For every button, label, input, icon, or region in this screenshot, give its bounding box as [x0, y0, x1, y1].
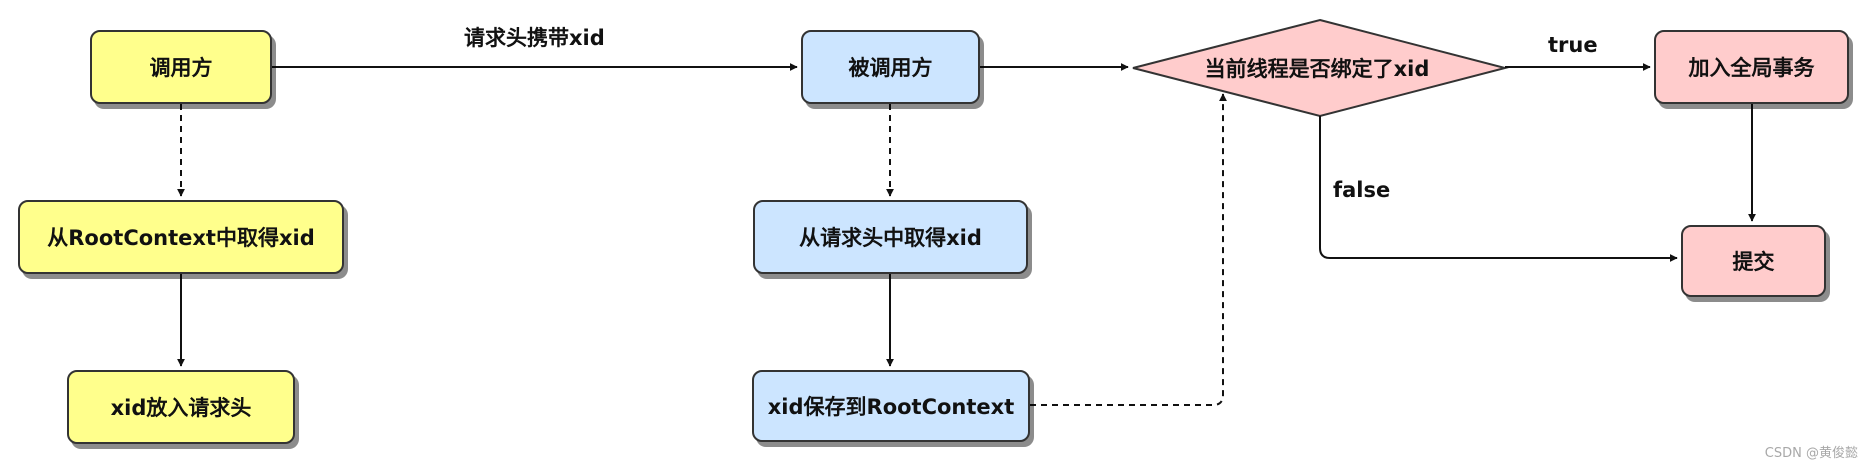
node-save-to-root-context: xid保存到RootContext [752, 370, 1030, 442]
node-commit-label: 提交 [1732, 250, 1775, 274]
node-get-from-root-context-label: 从RootContext中取得xid [47, 226, 315, 250]
node-put-xid-in-header: xid放入请求头 [67, 370, 295, 444]
watermark: CSDN @黄俊懿 [1764, 446, 1858, 461]
node-get-from-root-context: 从RootContext中取得xid [18, 200, 344, 274]
node-caller-label: 调用方 [149, 56, 213, 80]
node-join-global-transaction: 加入全局事务 [1654, 30, 1849, 104]
node-callee-label: 被调用方 [848, 56, 933, 80]
edge-label-false: false [1333, 178, 1391, 202]
node-caller: 调用方 [90, 30, 272, 104]
node-get-from-header-label: 从请求头中取得xid [799, 226, 982, 250]
node-callee: 被调用方 [801, 30, 980, 104]
node-get-from-header: 从请求头中取得xid [753, 200, 1028, 274]
node-commit: 提交 [1681, 225, 1826, 297]
node-put-xid-in-header-label: xid放入请求头 [110, 396, 252, 420]
edge-label-true: true [1548, 33, 1598, 57]
edge-decision-false [1319, 116, 1678, 262]
node-join-global-transaction-label: 加入全局事务 [1688, 56, 1815, 80]
edge-save-to-decision [1030, 93, 1227, 406]
node-save-to-root-context-label: xid保存到RootContext [767, 395, 1015, 419]
node-decision-label: 当前线程是否绑定了xid [1204, 57, 1430, 81]
edge-label-header-carries-xid: 请求头携带xid [464, 26, 605, 50]
